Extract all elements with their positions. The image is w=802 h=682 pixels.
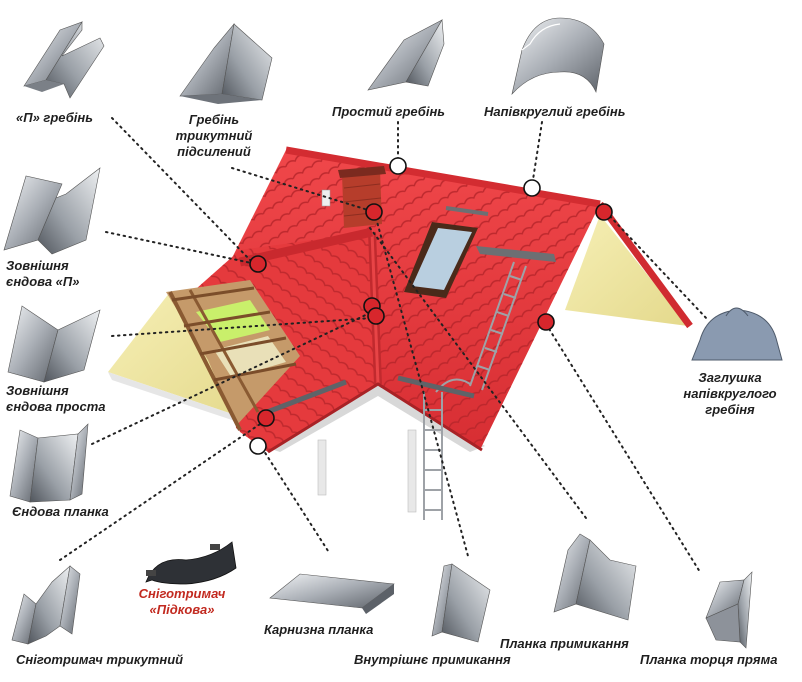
house-illustration (108, 146, 693, 520)
eaves-plank-label: Карнизна планка (264, 622, 374, 637)
triangle-ridge-label-line2: трикутний (175, 128, 253, 143)
end-cap-label: Заглушка напівкруглого гребіня (672, 370, 788, 418)
snow-guard-triangle-icon (11, 565, 81, 645)
triangle-ridge-icon (179, 22, 273, 104)
callout-markers (249, 157, 613, 455)
outer-valley-p-label-line1: Зовнішня (6, 258, 69, 273)
valley-plank-label: Єндова планка (12, 504, 109, 519)
p-ridge-icon (23, 20, 105, 99)
valley-plank-icon (9, 423, 89, 503)
roof-ladder (469, 261, 527, 391)
wall-ladder (423, 378, 471, 520)
abutment-plank-label: Планка примикання (500, 636, 629, 651)
abutment-plank-icon (553, 533, 637, 621)
triangle-ridge-label: Гребінь трикутний підсилений (166, 112, 262, 160)
right-gable-wall (565, 215, 688, 326)
outer-valley-simple-label-line2: єндова проста (6, 399, 106, 414)
outer-valley-p-label: Зовнішня єндова «П» (6, 258, 79, 290)
semicircle-ridge-label: Напівкруглий гребінь (484, 104, 626, 119)
gable-plank-label: Планка торця пряма (640, 652, 778, 667)
eaves-plank-icon (269, 573, 395, 614)
end-cap-label-line3: гребіня (705, 402, 755, 417)
end-cap-label-line1: Заглушка (698, 370, 762, 385)
snow-guard-horseshoe-icon (145, 541, 237, 585)
outer-valley-simple-label: Зовнішня єндова проста (6, 383, 106, 415)
outer-valley-simple-label-line1: Зовнішня (6, 383, 69, 398)
inner-abutment-label: Внутрішнє примикання (354, 652, 511, 667)
inner-abutment-icon (431, 563, 491, 643)
outer-valley-p-label-line2: єндова «П» (6, 274, 80, 289)
simple-ridge-icon (367, 19, 445, 91)
end-cap-icon (691, 307, 783, 361)
snow-guard-horseshoe-label: Сніготримач «Підкова» (124, 586, 240, 618)
outer-valley-p-icon (3, 167, 101, 255)
leader-lines (59, 117, 709, 573)
outer-valley-simple-icon (7, 305, 101, 383)
snow-guard-horseshoe-label-line2: «Підкова» (149, 602, 215, 617)
chimney (338, 166, 386, 228)
triangle-ridge-label-line1: Гребінь (188, 112, 240, 127)
roof-cutaway (166, 280, 300, 431)
p-ridge-label: «П» гребінь (16, 110, 93, 125)
end-cap-label-line2: напівкруглого (683, 386, 777, 401)
gable-plank-icon (705, 571, 753, 649)
roof-window (404, 206, 489, 298)
semicircle-ridge-icon (511, 17, 605, 96)
snow-guard-horseshoe-label-line1: Сніготримач (138, 586, 226, 601)
snow-guard-triangle-label: Сніготримач трикутний (16, 652, 184, 667)
simple-ridge-label: Простий гребінь (332, 104, 446, 119)
triangle-ridge-label-line3: підсилений (177, 144, 251, 159)
